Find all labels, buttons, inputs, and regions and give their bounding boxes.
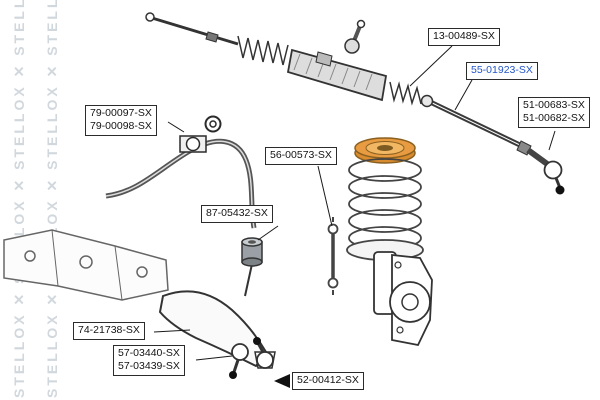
part-label-stabilizer-link[interactable]: 56-00573-SX [265, 147, 337, 165]
part-label-tie-rod-end[interactable]: 51-00683-SX 51-00682-SX [518, 97, 590, 128]
stabilizer-bar-drawing [105, 138, 257, 229]
brand-watermark: STELLOX ✕ STELLOX ✕ STELLOX ✕ STELLOX ST… [11, 0, 60, 398]
subframe-drawing [3, 229, 169, 301]
inner-tie-rod-drawing [420, 94, 524, 149]
part-label-control-arm[interactable]: 74-21738-SX [73, 322, 145, 340]
tie-rod-end-drawing [516, 140, 565, 195]
part-label-stabilizer-bushings[interactable]: 79-00097-SX 79-00098-SX [85, 105, 157, 136]
left-boot-drawing [237, 35, 289, 66]
arm-ball-joint-drawing [229, 343, 249, 379]
svg-text:STELLOX ✕ STELLOX ✕ STELLOX ✕: STELLOX ✕ STELLOX ✕ STELLOX ✕ STELLOX [11, 0, 27, 398]
part-number: 51-00682-SX [523, 112, 585, 124]
part-number: 52-00412-SX [297, 374, 359, 386]
coil-spring-drawing [348, 158, 422, 250]
part-label-control-arm-bushing[interactable]: 87-05432-SX [201, 205, 273, 223]
part-number: 79-00098-SX [90, 120, 152, 132]
ball-joint-drawing [253, 337, 276, 369]
part-label-control-arm-ball-joints[interactable]: 57-03440-SX 57-03439-SX [113, 345, 185, 376]
part-number-highlighted: 55-01923-SX [471, 64, 533, 76]
part-number: 87-05432-SX [206, 207, 268, 219]
part-label-inner-tie-rod[interactable]: 55-01923-SX [466, 62, 538, 80]
right-boot-drawing [389, 81, 422, 106]
strut-assembly-drawing [346, 137, 433, 347]
part-number: 74-21738-SX [78, 324, 140, 336]
part-number: 57-03439-SX [118, 360, 180, 372]
stabilizer-bushing-drawing [179, 115, 222, 153]
leader-lines [153, 45, 556, 361]
svg-text:STELLOX ✕ STELLOX ✕ STELLOX ✕: STELLOX ✕ STELLOX ✕ STELLOX ✕ STELLOX [44, 0, 60, 398]
part-number: 51-00683-SX [523, 99, 585, 111]
part-label-ball-joint[interactable]: 52-00412-SX [292, 372, 364, 390]
part-number: 57-03440-SX [118, 347, 180, 359]
steering-rack-drawing [145, 12, 422, 106]
pointer-arrow-icon [274, 374, 290, 388]
part-label-steering-rack[interactable]: 13-00489-SX [428, 28, 500, 46]
stabilizer-link-drawing [327, 217, 339, 295]
part-number: 56-00573-SX [270, 149, 332, 161]
part-number: 13-00489-SX [433, 30, 495, 42]
control-arm-bushing-drawing [241, 237, 263, 267]
part-number: 79-00097-SX [90, 107, 152, 119]
